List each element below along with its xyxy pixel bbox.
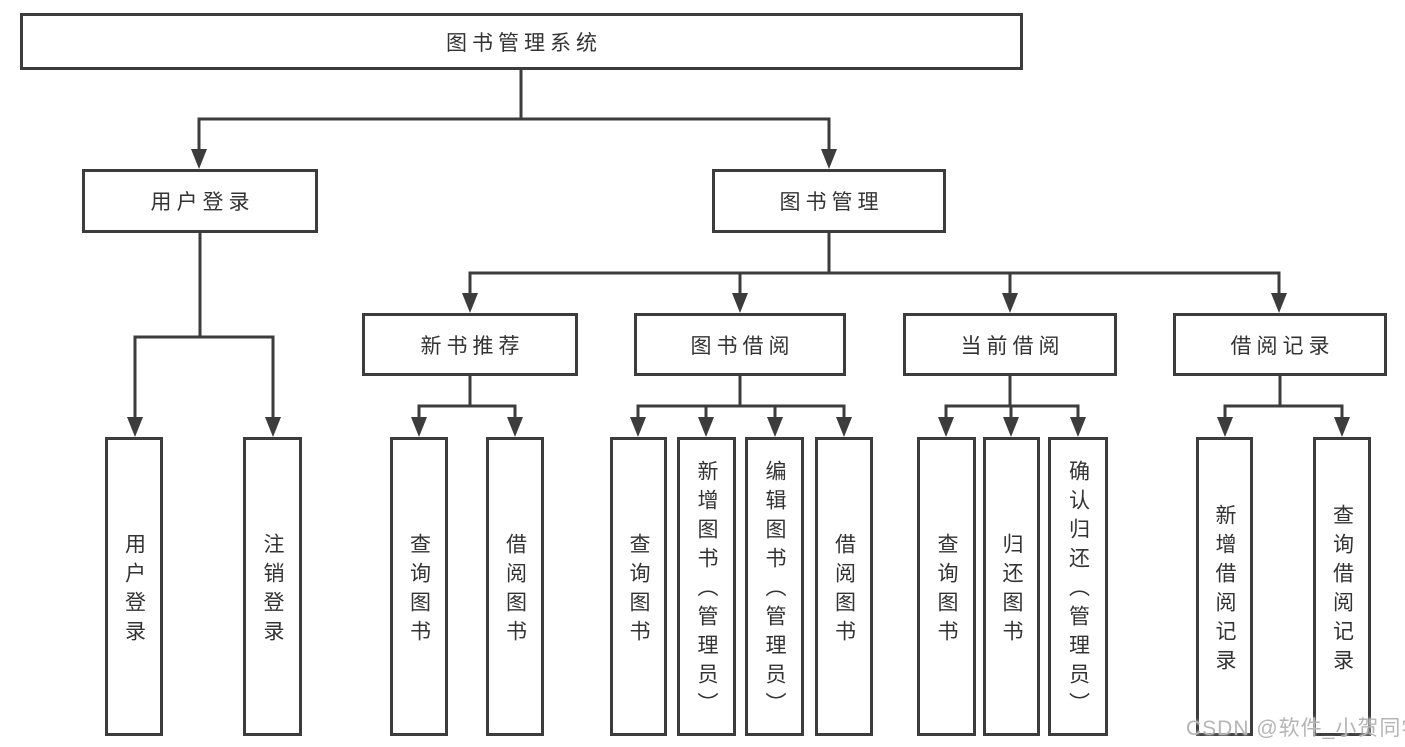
node-book-management: 图书管理 <box>712 169 946 233</box>
arrow-icon <box>1271 293 1287 313</box>
edge-newbook-children <box>417 375 517 420</box>
leaf-borrow-books-borrow: 借阅图书 <box>815 437 873 736</box>
leaf-query-books-borrow: 查询图书 <box>610 437 667 736</box>
node-label: 借阅记录 <box>1230 334 1335 358</box>
node-label: 图书管理 <box>779 191 884 214</box>
arrow-icon <box>265 417 281 437</box>
edge-bookborrow-children <box>636 375 846 420</box>
node-book-borrowing: 图书借阅 <box>634 313 846 376</box>
node-label: 图书借阅 <box>690 334 795 358</box>
node-label: 用户登录 <box>150 191 255 214</box>
leaf-borrow-books-newrec: 借阅图书 <box>486 437 544 736</box>
arrow-icon <box>698 417 714 437</box>
leaf-query-books-current: 查询图书 <box>917 437 976 736</box>
node-label: 编辑图书（管理员） <box>763 460 786 721</box>
node-borrow-records: 借阅记录 <box>1173 313 1387 376</box>
arrow-icon <box>1334 417 1350 437</box>
leaf-add-book-admin: 新增图书（管理员） <box>677 437 736 736</box>
arrow-icon <box>938 417 954 437</box>
leaf-query-books-newrec: 查询图书 <box>390 437 448 736</box>
arrow-icon <box>191 149 207 169</box>
node-label: 借阅图书 <box>503 532 527 649</box>
node-label: 查询图书 <box>935 532 958 649</box>
edge-records-children <box>1223 375 1344 420</box>
node-new-book-recommend: 新书推荐 <box>362 313 578 376</box>
node-label: 新增借阅记录 <box>1213 503 1236 678</box>
edge-user-login-children <box>133 232 275 420</box>
node-label: 确认归还（管理员） <box>1066 460 1090 721</box>
node-label: 归还图书 <box>1000 532 1023 649</box>
arrow-icon <box>836 417 852 437</box>
node-current-borrowing: 当前借阅 <box>903 313 1117 376</box>
arrow-icon <box>1003 417 1019 437</box>
node-library-system: 图书管理系统 <box>20 13 1023 70</box>
arrow-icon <box>767 417 783 437</box>
leaf-user-login: 用户登录 <box>105 437 163 736</box>
leaf-query-borrow-record: 查询借阅记录 <box>1313 437 1371 736</box>
node-label: 新书推荐 <box>420 334 525 358</box>
arrow-icon <box>462 293 478 313</box>
node-label: 借阅图书 <box>832 532 856 649</box>
node-label: 注销登录 <box>261 532 284 649</box>
arrow-icon <box>507 417 523 437</box>
edge-root-to-level1 <box>197 69 831 152</box>
arrow-icon <box>127 417 143 437</box>
arrow-icon <box>1002 293 1018 313</box>
node-label: 当前借阅 <box>960 334 1065 358</box>
csdn-watermark: CSDN @软件_小贺同学 <box>1186 717 1405 740</box>
leaf-confirm-return-admin: 确认归还（管理员） <box>1048 437 1108 736</box>
node-user-login: 用户登录 <box>82 169 318 233</box>
edge-currentborrow-children <box>944 375 1080 420</box>
node-label: 查询图书 <box>627 532 650 649</box>
leaf-return-book: 归还图书 <box>983 437 1040 736</box>
node-label: 用户登录 <box>122 532 146 649</box>
leaf-add-borrow-record: 新增借阅记录 <box>1196 437 1253 736</box>
node-label: 图书管理系统 <box>446 31 602 55</box>
arrowheads <box>127 149 1350 437</box>
node-label: 查询图书 <box>407 532 431 649</box>
leaf-edit-book-admin: 编辑图书（管理员） <box>745 437 804 736</box>
arrow-icon <box>411 417 427 437</box>
node-label: 新增图书（管理员） <box>695 460 718 721</box>
arrow-icon <box>1217 417 1233 437</box>
leaf-logout: 注销登录 <box>243 437 302 736</box>
arrow-icon <box>630 417 646 437</box>
arrow-icon <box>732 293 748 313</box>
node-label: 查询借阅记录 <box>1330 503 1354 678</box>
arrow-icon <box>1070 417 1086 437</box>
arrow-icon <box>821 149 837 169</box>
edge-book-mgmt-children <box>468 232 1281 296</box>
